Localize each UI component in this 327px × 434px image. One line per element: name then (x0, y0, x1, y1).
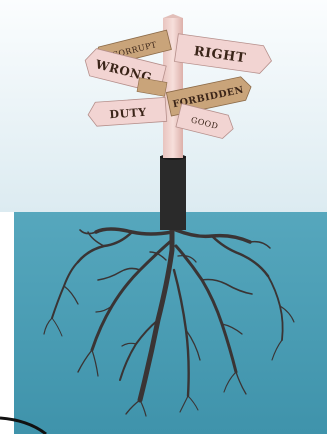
sign-duty-label: DUTY (109, 106, 147, 122)
signpost-base (160, 156, 186, 230)
sign-duty: DUTY (87, 97, 166, 126)
